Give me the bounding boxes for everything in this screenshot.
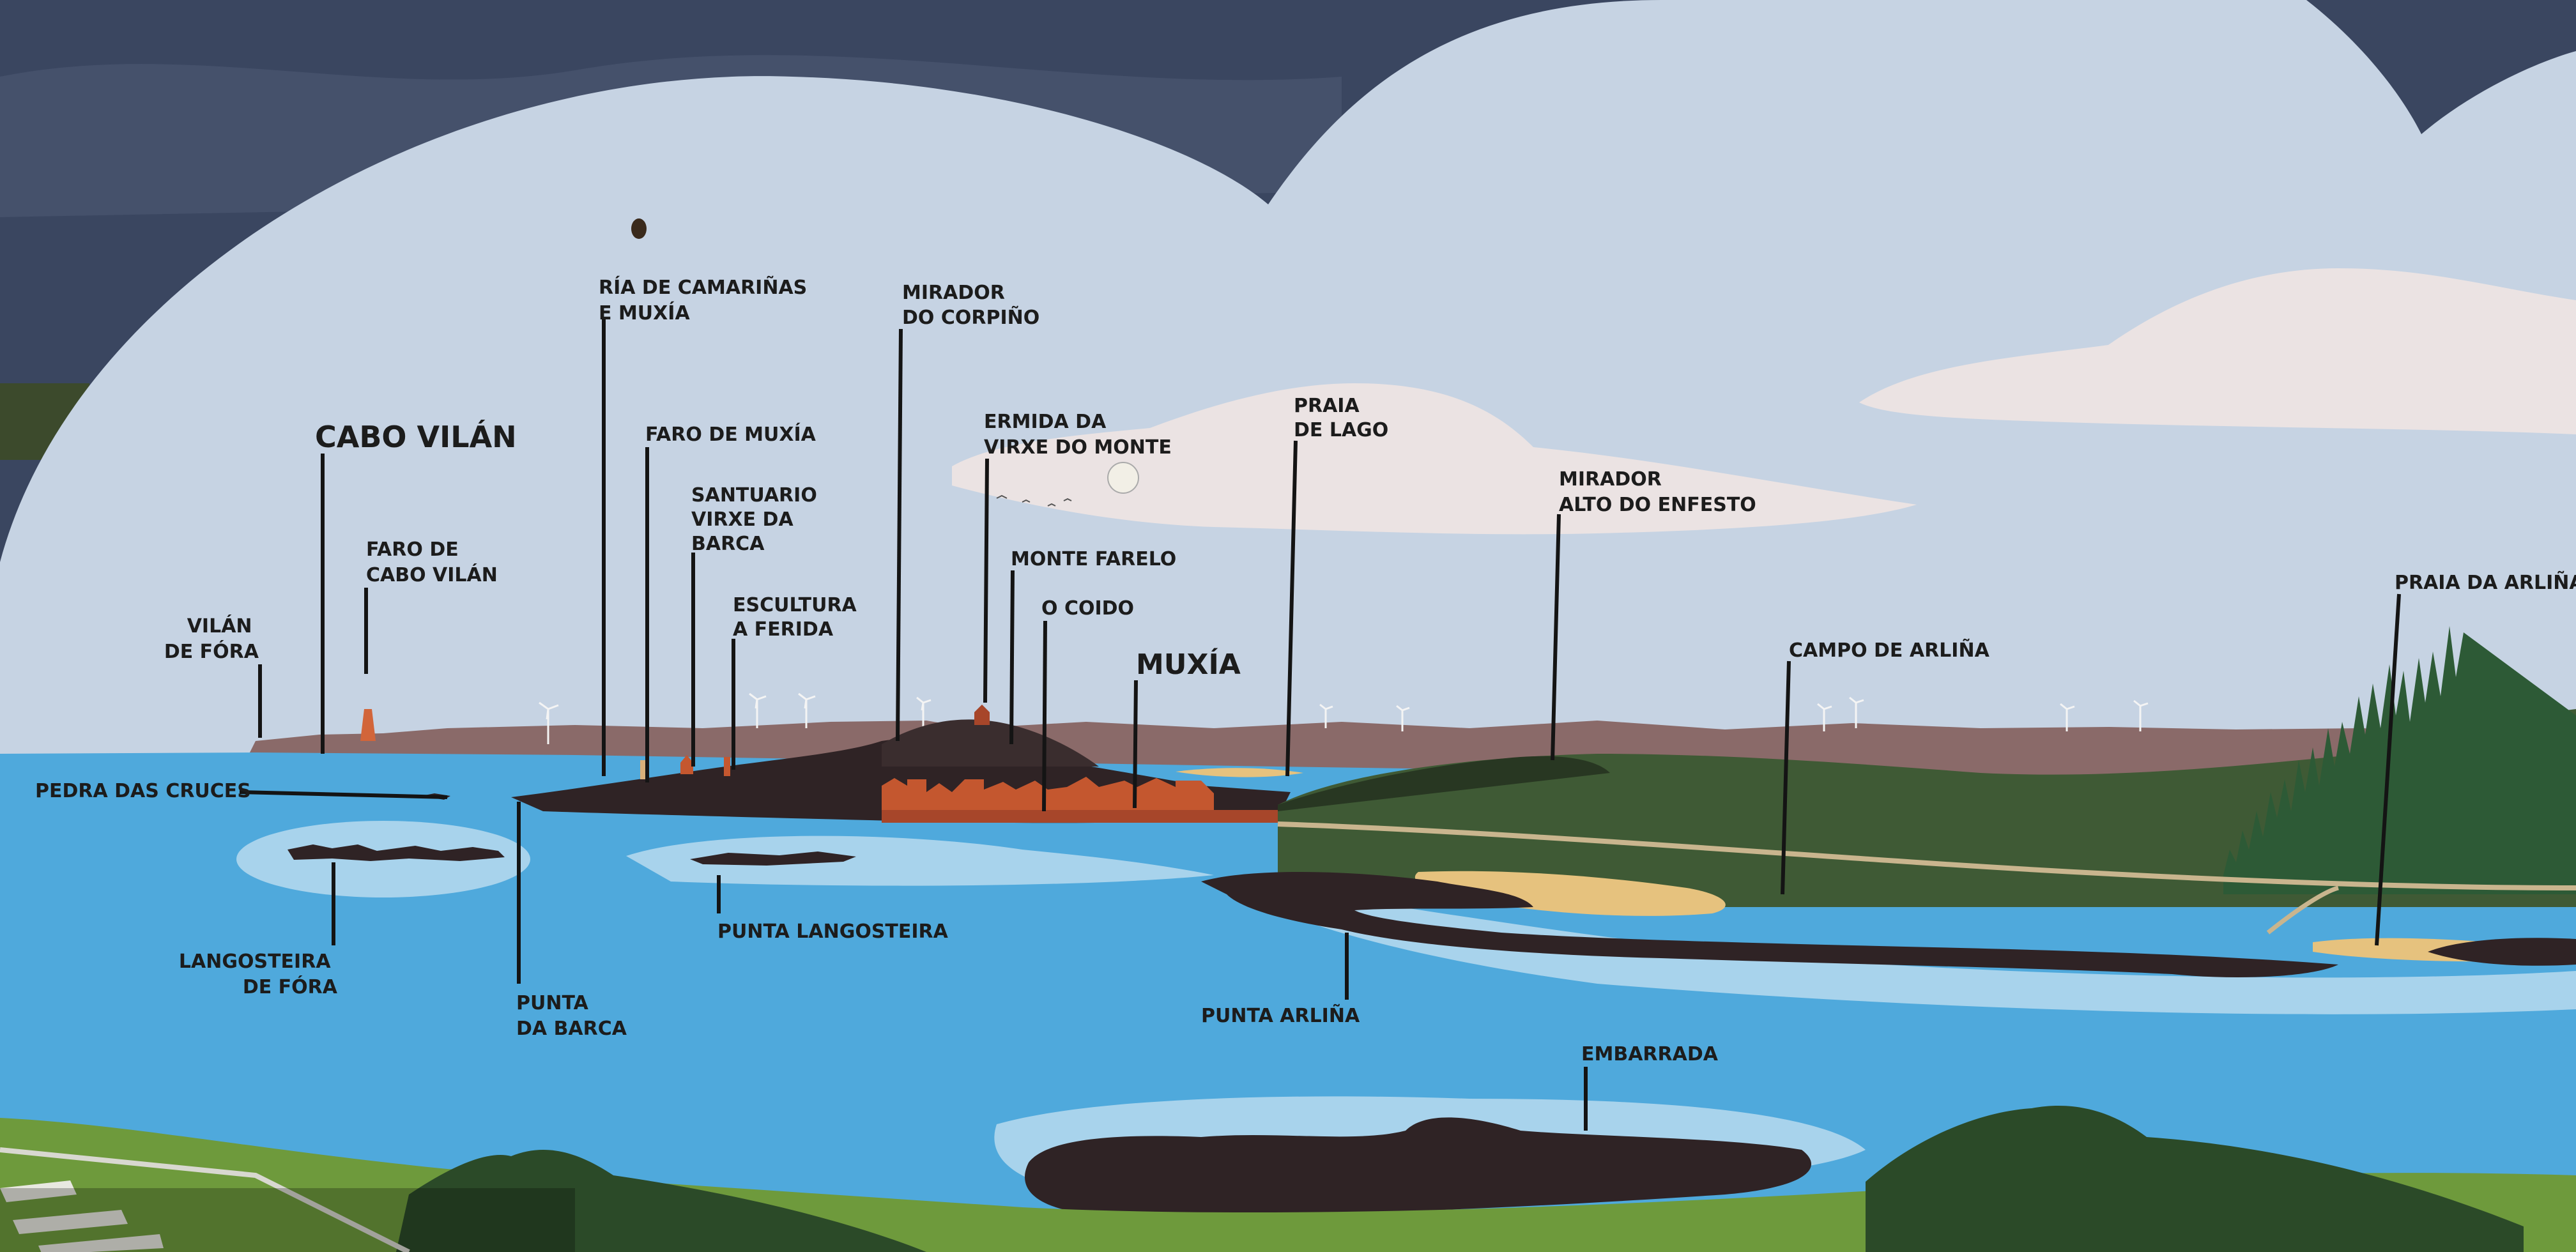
label-praia-da-arlina: PRAIA DA ARLIÑA (2395, 570, 2576, 594)
label-mirador-corpino-line1: MIRADOR (902, 282, 1005, 304)
escultura-a-ferida (724, 757, 730, 776)
forest (2223, 626, 2576, 894)
sand-dune (1414, 871, 1726, 916)
panel-shadow (0, 1188, 575, 1252)
panel-cloud-left (952, 383, 1917, 535)
panel-cloud-right (1859, 268, 2576, 434)
label-faro-cabo-vilan-line2: CABO VILÁN (366, 563, 498, 586)
label-vilan-de-fora-line2: DE FÓRA (164, 639, 259, 663)
leader-lines (239, 319, 2401, 1131)
punta-arlina-rocks (1201, 872, 2338, 977)
label-faro-cabo-vilan-line1: FARO DE (366, 538, 459, 561)
label-mirador-do-corpino: MIRADOR DO CORPIÑO (902, 282, 1039, 329)
label-vilan-de-fora: VILÁN DE FÓRA (164, 615, 259, 663)
side-road (2266, 885, 2339, 935)
label-ermida-virxe-do-monte: ERMIDA DA VIRXE DO MONTE (984, 411, 1172, 459)
label-ermida-line2: VIRXE DO MONTE (984, 436, 1172, 459)
label-faro-de-muxia: FARO DE MUXÍA (645, 423, 816, 446)
label-punta-langosteira: PUNTA LANGOSTEIRA (717, 920, 949, 943)
wind-turbines (539, 692, 2149, 744)
label-campo-de-arlina: CAMPO DE ARLIÑA (1789, 638, 1990, 662)
bird-flock (996, 494, 1072, 507)
label-santuario-line1: SANTUARIO (691, 484, 817, 507)
foreground-hedge (1866, 1106, 2524, 1252)
fly-insect (631, 218, 647, 239)
label-mirador-enfesto-line1: MIRADOR (1559, 468, 1662, 491)
label-mirador-enfesto-line2: ALTO DO ENFESTO (1559, 494, 1756, 516)
label-ria-line1: RÍA DE CAMARIÑAS (599, 275, 807, 299)
label-monte-farelo: MONTE FARELO (1011, 548, 1176, 570)
arlina-rocks-tail (2428, 938, 2576, 966)
label-santuario-line2: VIRXE DA (691, 508, 793, 531)
rocks-langosteira-fora (288, 844, 505, 861)
label-punta-da-barca: PUNTA DA BARCA (516, 992, 627, 1040)
label-escultura-line1: ESCULTURA (733, 594, 857, 616)
faro-cabo-vilan-lighthouse (360, 709, 376, 741)
muxia-town (882, 777, 1278, 823)
label-punta-arlina: PUNTA ARLIÑA (1201, 1004, 1360, 1027)
shallows-arlina (1214, 882, 2576, 1014)
coastal-road (1277, 821, 2576, 890)
label-ria-camarinas-muxia: RÍA DE CAMARIÑAS E MUXÍA (599, 275, 814, 324)
label-santuario-virxe-da-barca: SANTUARIO VIRXE DA BARCA (691, 484, 824, 555)
label-mirador-alto-do-enfesto: MIRADOR ALTO DO ENFESTO (1559, 468, 1756, 516)
rocks-embarrada (1025, 1117, 1811, 1216)
label-pedra-das-cruces: PEDRA DAS CRUCES (35, 780, 251, 802)
santuario-virxe-da-barca (680, 755, 693, 774)
label-vilan-de-fora-line1: VILÁN (187, 615, 252, 637)
ermida-virxe-do-monte (974, 705, 990, 725)
label-o-coido: O COIDO (1041, 597, 1134, 620)
label-ermida-line1: ERMIDA DA (984, 411, 1107, 433)
praia-de-lago-beach (1176, 768, 1303, 777)
label-ria-line2: E MUXÍA (599, 302, 690, 324)
fixing-bolt (1107, 462, 1139, 494)
label-santuario-line3: BARCA (691, 533, 765, 555)
label-faro-cabo-vilan: FARO DE CABO VILÁN (366, 538, 498, 586)
label-cabo-vilan: CABO VILÁN (315, 420, 517, 454)
rocks-punta-langosteira (690, 851, 856, 866)
panel-sky (0, 0, 2576, 754)
label-praia-lago-line1: PRAIA (1294, 395, 1360, 417)
label-escultura-line2: A FERIDA (733, 618, 834, 641)
label-praia-de-lago: PRAIA DE LAGO (1294, 395, 1388, 441)
label-escultura-a-ferida: ESCULTURA A FERIDA (733, 594, 863, 641)
faro-de-muxia-icon (640, 760, 647, 779)
label-praia-lago-line2: DE LAGO (1294, 419, 1388, 441)
foreground-stripes (0, 1180, 164, 1252)
label-punta-barca-line2: DA BARCA (516, 1018, 627, 1040)
shallows-central (626, 836, 1214, 886)
foreground-lane (0, 1147, 410, 1252)
label-embarrada: EMBARRADA (1581, 1043, 1719, 1065)
label-mirador-corpino-line2: DO CORPIÑO (902, 305, 1039, 329)
foreground-dark-bush (396, 1150, 926, 1252)
mirador-enfesto-hill (1278, 756, 1610, 811)
label-punta-barca-line1: PUNTA (516, 992, 589, 1014)
label-muxia: MUXÍA (1136, 647, 1241, 681)
label-langosteira-line2: DE FÓRA (243, 975, 338, 998)
label-langosteira-line1: LANGOSTEIRA (179, 950, 331, 973)
label-langosteira-de-fora: LANGOSTEIRA DE FÓRA (179, 950, 338, 998)
